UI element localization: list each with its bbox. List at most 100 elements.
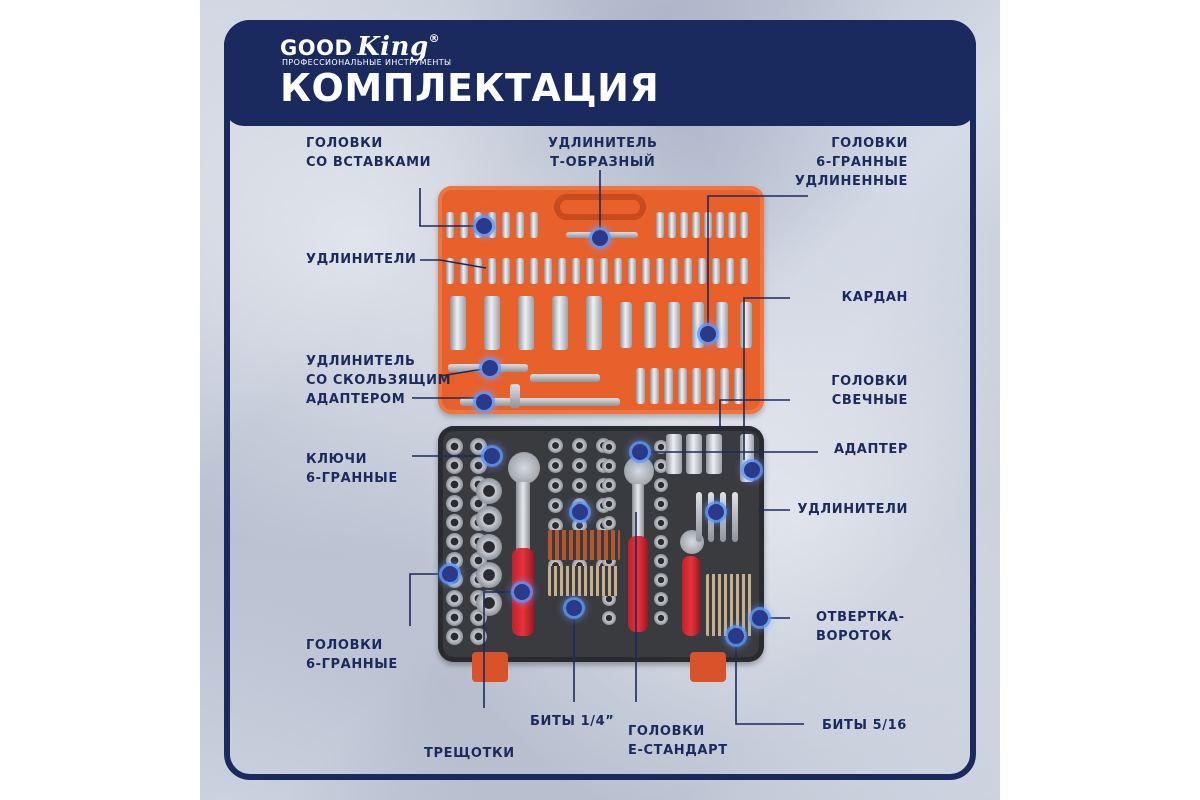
label-bity-14: БИТЫ 1/4”: [530, 714, 615, 729]
bits-1-4: [548, 530, 620, 560]
socket: [446, 552, 463, 569]
spark-plug-socket: [650, 368, 659, 404]
content-frame: [224, 20, 976, 780]
socket: [654, 611, 668, 625]
ratchet-shaft: [632, 484, 644, 540]
deep-socket: [716, 302, 728, 348]
small-socket: [586, 258, 594, 284]
callout-dot-golovki-6-udl: [700, 326, 716, 342]
sliding-adapter: [510, 384, 520, 408]
bit-socket: [740, 212, 748, 238]
callout-dot-treschotki: [514, 584, 530, 600]
socket: [654, 459, 668, 473]
bits-1-4-row: [548, 566, 620, 596]
small-socket: [670, 258, 678, 284]
bit-socket: [516, 212, 524, 238]
small-socket: [740, 258, 748, 284]
ratchet-handle: [628, 536, 648, 632]
brand-tagline: ПРОФЕССИОНАЛЬНЫЕ ИНСТРУМЕНТЫ: [282, 58, 452, 67]
spark-plug-socket: [692, 368, 701, 404]
socket: [548, 438, 563, 453]
small-socket: [600, 258, 608, 284]
socket: [654, 478, 668, 492]
small-socket: [684, 258, 692, 284]
ratchet-handle: [682, 556, 700, 636]
page-title: КОМПЛЕКТАЦИЯ: [280, 66, 660, 110]
socket: [548, 478, 563, 493]
socket: [654, 440, 668, 454]
extension: [696, 492, 702, 542]
callout-dot-udlinitel-skolz: [482, 360, 498, 376]
socket: [572, 518, 587, 533]
callout-dot-otvertka: [752, 610, 768, 626]
socket: [654, 573, 668, 587]
spark-plug-socket: [706, 368, 715, 404]
small-socket: [516, 258, 524, 284]
deep-socket: [668, 302, 680, 348]
bit-socket: [502, 212, 510, 238]
socket: [654, 554, 668, 568]
label-udliniteli-bottom: УДЛИНИТЕЛИ: [797, 502, 908, 517]
small-socket: [642, 258, 650, 284]
callout-dot-golovki-vstavki: [476, 218, 492, 234]
bit-socket: [680, 212, 688, 238]
socket: [446, 590, 463, 607]
label-golovki-vstavki: ГОЛОВКИ СО ВСТАВКАМИ: [306, 136, 432, 170]
large-socket: [476, 478, 502, 504]
deep-socket: [450, 296, 466, 350]
label-golovki-6: ГОЛОВКИ 6-ГРАННЫЕ: [306, 638, 398, 672]
ratchet-head: [508, 452, 540, 484]
socket: [446, 438, 463, 455]
small-socket: [726, 258, 734, 284]
brand-logo: GOOD King®: [280, 32, 441, 62]
socket: [446, 533, 463, 550]
callout-dot-adapter: [632, 444, 648, 460]
large-socket: [476, 534, 502, 560]
socket: [602, 516, 616, 530]
deep-socket: [740, 302, 752, 348]
deep-socket: [484, 296, 500, 350]
socket: [572, 458, 587, 473]
callout-dot-kardan: [744, 462, 760, 478]
socket: [446, 514, 463, 531]
deep-socket: [644, 302, 656, 348]
label-bity-516: БИТЫ 5/16: [822, 718, 907, 733]
callout-dot-golovki-e: [572, 504, 588, 520]
small-socket: [530, 258, 538, 284]
label-adapter: АДАПТЕР: [833, 442, 908, 457]
small-socket: [446, 258, 454, 284]
socket: [572, 438, 587, 453]
bit-socket: [716, 212, 724, 238]
small-socket: [544, 258, 552, 284]
case-latch-left: [472, 652, 508, 682]
socket: [602, 459, 616, 473]
ratchet-shaft: [516, 482, 530, 552]
deep-socket: [706, 434, 722, 474]
bits-5-16: [706, 574, 752, 636]
socket: [602, 440, 616, 454]
label-treschotki: ТРЕЩОТКИ: [424, 746, 515, 761]
deep-socket: [552, 296, 568, 350]
socket: [654, 516, 668, 530]
label-otvertka: ОТВЕРТКА- ВОРОТОК: [816, 610, 905, 644]
label-udlinitel-skolz: УДЛИНИТЕЛЬ СО СКОЛЬЗЯЩИМ АДАПТЕРОМ: [306, 354, 452, 407]
socket: [470, 628, 487, 645]
callout-dot-udliniteli-bottom: [708, 504, 724, 520]
label-golovki-svechnye: ГОЛОВКИ СВЕЧНЫЕ: [831, 374, 908, 408]
large-socket: [476, 590, 502, 616]
spark-plug-socket: [734, 368, 743, 404]
small-socket: [712, 258, 720, 284]
callout-dot-udlinitel-t: [592, 230, 608, 246]
bit-socket: [530, 212, 538, 238]
bit-socket: [668, 212, 676, 238]
small-socket: [460, 258, 468, 284]
deep-socket: [620, 302, 632, 348]
small-socket: [656, 258, 664, 284]
bit-socket: [656, 212, 664, 238]
bit-socket: [704, 212, 712, 238]
deep-socket: [518, 296, 534, 350]
spark-plug-socket: [664, 368, 673, 404]
deep-socket: [692, 302, 704, 348]
label-golovki-6-udl: ГОЛОВКИ 6-ГРАННЫЕ УДЛИНЕННЫЕ: [794, 136, 908, 189]
large-socket: [476, 562, 502, 588]
